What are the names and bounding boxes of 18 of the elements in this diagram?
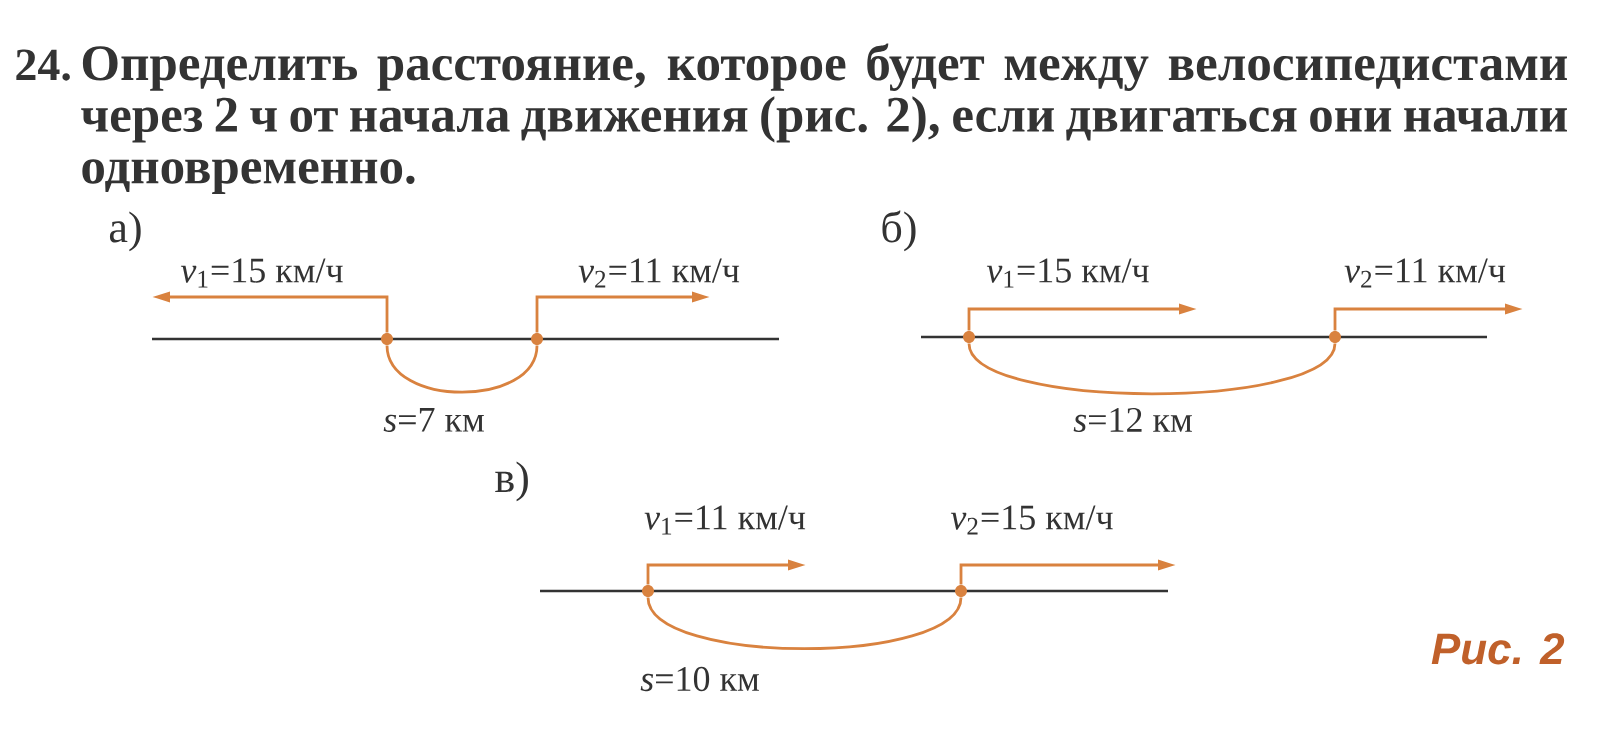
- edge-label: v$_{1}$=15 км/ч: [986, 258, 1149, 288]
- problem-number: 24.: [16, 49, 70, 81]
- problem-text: Определить расстояние, которое будет между велосипедистами через 2 ч от начала движения (рис. 2), если двигаться они начали одновременно.: [81, 43, 1567, 195]
- edge-label: v$_{1}$=15 км/ч: [180, 258, 343, 288]
- panel-label: а): [109, 211, 141, 252]
- edge-label: v$_{2}$=11 км/ч: [1344, 258, 1506, 288]
- figure-caption: Рис. 2: [1431, 633, 1565, 665]
- edge-label: v$_{2}$=11 км/ч: [578, 258, 740, 288]
- edge-label: s=7 км: [383, 408, 484, 432]
- edge-label: s=12 км: [1073, 407, 1192, 433]
- distance-arc: [385, 345, 539, 394]
- distance-arc: [646, 596, 963, 651]
- distance-arc: [967, 342, 1337, 396]
- panel-label: б): [882, 210, 916, 252]
- edge-label: v$_{1}$=11 км/ч: [644, 505, 806, 535]
- edge-label: v$_{2}$=15 км/ч: [950, 505, 1113, 535]
- panel-label: в): [495, 461, 528, 502]
- edge-label: s=10 км: [640, 666, 759, 692]
